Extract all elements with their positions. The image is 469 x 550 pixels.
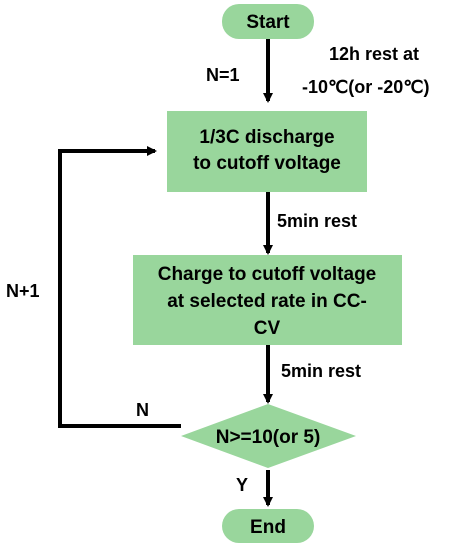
discharge-node-text-line2: to cutoff voltage [193,153,341,174]
label-yes-branch: Y [236,475,248,495]
label-rest-12h-line1: 12h rest at [329,44,419,64]
charge-node-text-line3: CV [254,318,281,339]
label-rest-12h-line2: -10℃(or -20℃) [302,77,429,97]
charge-node-text-line1: Charge to cutoff voltage [158,264,377,285]
discharge-node [167,111,367,192]
charge-node [133,255,402,345]
label-rest-5min-second: 5min rest [281,361,361,381]
start-node-text: Start [246,12,290,33]
end-node-text: End [250,517,286,538]
label-rest-5min-first: 5min rest [277,211,357,231]
loop-back-connector [58,146,181,428]
label-increment: N+1 [6,281,40,301]
start-node [222,4,314,39]
decision-node-text: N>=10(or 5) [216,427,321,448]
label-no-branch: N [136,400,149,420]
discharge-node-text-line1: 1/3C discharge [199,127,334,148]
label-n-init: N=1 [206,65,240,85]
charge-node-text-line2: at selected rate in CC- [167,291,367,312]
decision-node [181,404,356,468]
end-node [222,509,314,543]
